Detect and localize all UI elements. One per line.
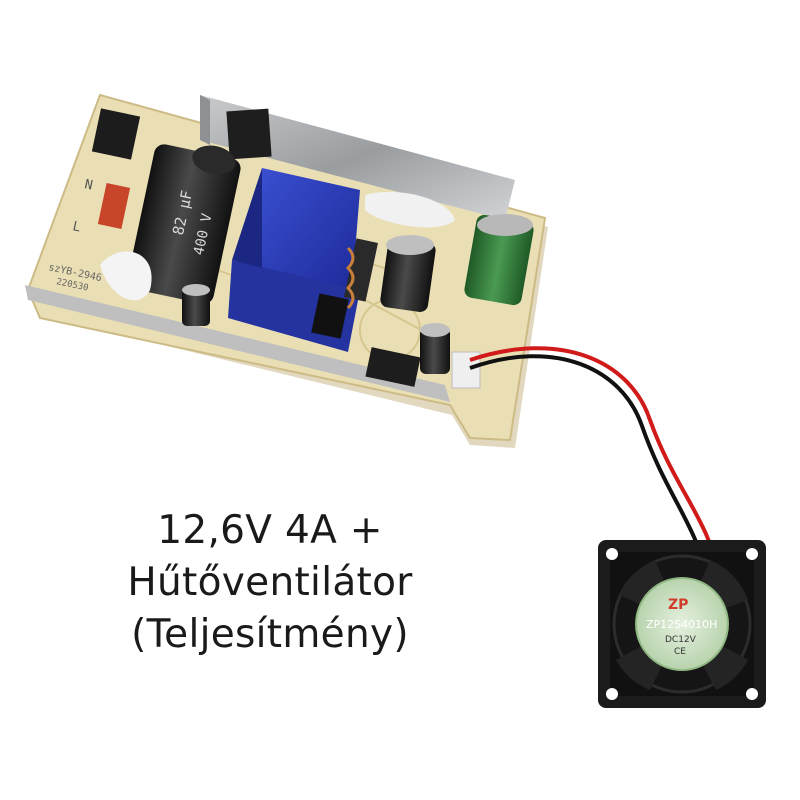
fan-wire-black <box>469 354 710 586</box>
output-transistor <box>365 347 421 387</box>
caption-line-1: 12,6V 4A + <box>157 508 383 553</box>
thermal-paste-right <box>365 191 455 228</box>
thermal-paste-left <box>100 251 152 301</box>
cooling-fan: ZP ZP12S4010H DC12V CE <box>598 540 766 708</box>
small-capacitor-2 <box>420 323 450 374</box>
fan-wire-red <box>469 346 722 581</box>
heatsink-transistor <box>226 108 272 160</box>
caption-line-2: Hűtőventilátor <box>127 560 413 605</box>
caption-line-3: (Teljesítmény) <box>131 612 409 657</box>
small-capacitor-1 <box>380 235 436 312</box>
fan-ce-mark: CE <box>674 647 686 657</box>
fan-hub-label <box>635 577 729 671</box>
fan-brand: ZP <box>668 597 688 613</box>
fan-voltage: DC12V <box>665 635 697 645</box>
fuse-component <box>97 182 131 230</box>
product-caption: 12,6V 4A + Hűtőventilátor (Teljesítmény) <box>70 505 470 661</box>
heatsink-plate <box>200 95 515 220</box>
input-transistor <box>91 108 141 160</box>
silk-l-label: L <box>71 219 82 235</box>
green-capacitor <box>464 214 534 306</box>
heatsink <box>200 95 515 220</box>
main-capacitor: 82 µF 400 V <box>127 144 241 304</box>
small-capacitor-3 <box>182 284 210 326</box>
transformer <box>228 168 378 352</box>
fan-model: ZP12S4010H <box>646 618 717 631</box>
pcb-edge-rail <box>25 285 450 402</box>
silk-n-label: N <box>83 177 94 193</box>
